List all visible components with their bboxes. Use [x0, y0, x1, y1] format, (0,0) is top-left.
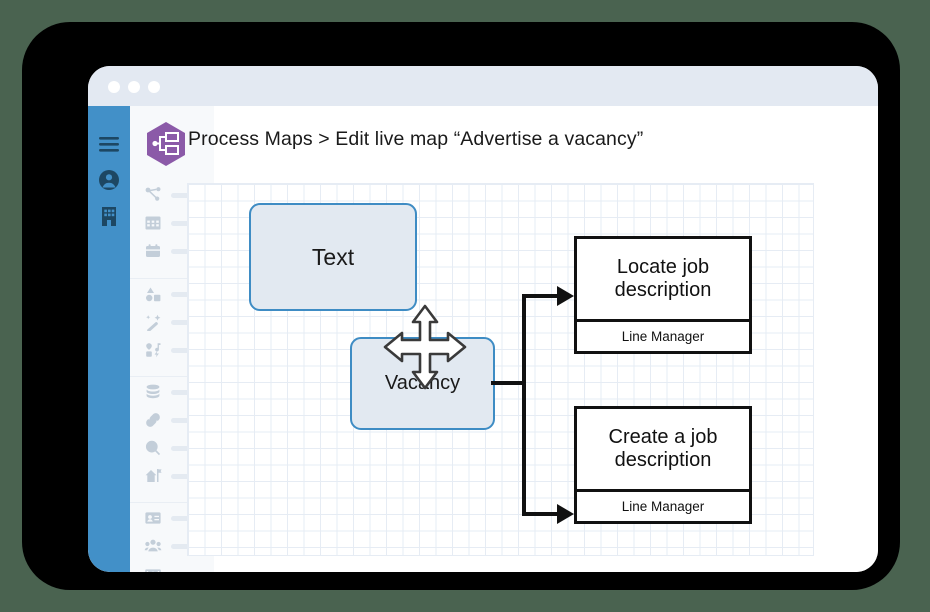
money-icon: [144, 565, 162, 572]
shapes-icon: [144, 285, 162, 303]
node-locate-label: Locate job description: [614, 256, 712, 301]
sidebar-item-media[interactable]: [130, 339, 214, 363]
window-close-button[interactable]: [108, 81, 120, 93]
sidebar-item-label: [171, 249, 198, 254]
process-map-logo-icon[interactable]: [144, 120, 188, 168]
nav-group-3: [130, 376, 214, 503]
window-minimize-button[interactable]: [128, 81, 140, 93]
arrowhead-create-icon: [557, 504, 574, 524]
device-screen: Process Maps > Edit live map “Advertise …: [88, 66, 878, 572]
sidebar-item-link[interactable]: [130, 409, 214, 433]
node-locate-lane: Line Manager: [577, 319, 749, 351]
node-create-job-description[interactable]: Create a job description Line Manager: [574, 406, 752, 524]
connector-to-create: [522, 512, 560, 516]
sidebar-item-label: [171, 348, 198, 353]
sidebar-item-grid[interactable]: [130, 212, 214, 236]
map-canvas[interactable]: Text Vacancy Locate job description Line…: [187, 183, 814, 556]
node-create-label: Create a job description: [608, 426, 718, 471]
device-bezel: Process Maps > Edit live map “Advertise …: [22, 22, 900, 590]
grid-icon: [144, 214, 162, 232]
nav-group-4: [130, 502, 214, 572]
nav-group-2: [130, 278, 214, 377]
sidebar-item-money[interactable]: [130, 563, 214, 572]
menu-icon[interactable]: [97, 132, 121, 156]
window-titlebar: [88, 66, 878, 106]
node-text[interactable]: Text: [249, 203, 417, 311]
sidebar-item-search[interactable]: [130, 437, 214, 461]
calendar-icon: [144, 242, 162, 260]
connector-vertical: [522, 294, 526, 516]
sitemap-icon: [144, 186, 162, 204]
arrowhead-locate-icon: [557, 286, 574, 306]
node-text-label: Text: [311, 243, 355, 270]
sidebar-item-label: [171, 516, 198, 521]
sidebar-item-home-flag[interactable]: [130, 465, 214, 489]
sidebar-item-label: [171, 418, 198, 423]
nav-group-1: [130, 180, 214, 278]
window-maximize-button[interactable]: [148, 81, 160, 93]
sidebar-item-database[interactable]: [130, 381, 214, 405]
users-icon: [144, 537, 162, 555]
search-icon: [144, 439, 162, 457]
move-cursor-icon[interactable]: [380, 302, 470, 392]
magic-wand-icon: [144, 313, 162, 331]
database-icon: [144, 383, 162, 401]
sidebar-item-shapes[interactable]: [130, 283, 214, 307]
page-title: Process Maps > Edit live map “Advertise …: [188, 128, 644, 150]
media-icon: [144, 341, 162, 359]
user-icon[interactable]: [97, 168, 121, 192]
sidebar-item-users[interactable]: [130, 535, 214, 559]
sidebar-item-label: [171, 320, 198, 325]
connector-stem: [491, 380, 526, 385]
connector-to-locate: [522, 294, 560, 298]
sidebar-item-calendar[interactable]: [130, 240, 214, 264]
node-create-lane: Line Manager: [577, 489, 749, 521]
sidebar-item-label: [171, 474, 198, 479]
sidebar-item-label: [171, 221, 198, 226]
sidebar-item-label: [171, 292, 198, 297]
app-rail: [88, 106, 130, 572]
sidebar-item-label: [171, 446, 198, 451]
sidebar-item-id-card[interactable]: [130, 507, 214, 531]
node-locate-job-description[interactable]: Locate job description Line Manager: [574, 236, 752, 354]
id-card-icon: [144, 509, 162, 527]
home-flag-icon: [144, 467, 162, 485]
sidebar-item-sitemap[interactable]: [130, 184, 214, 208]
building-icon[interactable]: [97, 204, 121, 228]
sidebar-item-label: [171, 193, 198, 198]
sidebar-item-magic-wand[interactable]: [130, 311, 214, 335]
sidebar-item-label: [171, 390, 198, 395]
sidebar-item-label: [171, 544, 198, 549]
link-icon: [144, 411, 162, 429]
